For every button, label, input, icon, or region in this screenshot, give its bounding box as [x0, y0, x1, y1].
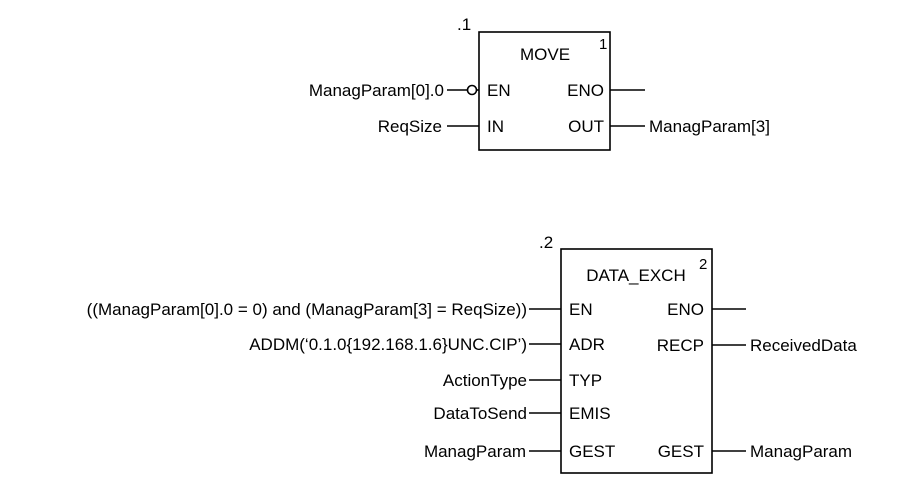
data-exch-gest-out-signal: ManagParam [750, 442, 852, 461]
data-exch-eno-pin: ENO [667, 300, 704, 319]
data-exch-gest-out-pin: GEST [658, 442, 704, 461]
move-block-body [478, 31, 611, 151]
data-exch-gest-in-signal: ManagParam [424, 442, 526, 461]
data-exch-instance-label: .2 [539, 233, 553, 252]
data-exch-block[interactable]: .2 DATA_EXCH 2 ((ManagParam[0].0 = 0) an… [87, 233, 858, 474]
data-exch-recp-signal: ReceivedData [750, 336, 857, 355]
move-instance-label: .1 [457, 15, 471, 34]
move-out-signal: ManagParam[3] [649, 117, 770, 136]
move-block-number: 1 [599, 36, 607, 53]
move-out-pin: OUT [568, 117, 604, 136]
data-exch-en-pin: EN [569, 300, 593, 319]
move-block[interactable]: .1 MOVE 1 ManagParam[0].0 EN ReqSize IN … [309, 15, 770, 151]
move-block-title: MOVE [520, 45, 570, 64]
data-exch-gest-in-pin: GEST [569, 442, 615, 461]
move-en-negation-circle [466, 84, 478, 96]
data-exch-typ-pin: TYP [569, 371, 602, 390]
data-exch-block-title: DATA_EXCH [586, 266, 686, 285]
move-en-signal: ManagParam[0].0 [309, 81, 444, 100]
data-exch-emis-pin: EMIS [569, 404, 611, 423]
data-exch-typ-signal: ActionType [443, 371, 527, 390]
move-in-pin: IN [487, 117, 504, 136]
move-eno-pin: ENO [567, 81, 604, 100]
data-exch-adr-pin: ADR [569, 335, 605, 354]
data-exch-block-body [560, 248, 713, 474]
data-exch-en-signal: ((ManagParam[0].0 = 0) and (ManagParam[3… [87, 300, 527, 319]
move-in-signal: ReqSize [378, 117, 442, 136]
move-en-pin: EN [487, 81, 511, 100]
data-exch-block-number: 2 [699, 256, 707, 273]
data-exch-recp-pin: RECP [657, 336, 704, 355]
data-exch-emis-signal: DataToSend [433, 404, 527, 423]
data-exch-adr-signal: ADDM(‘0.1.0{192.168.1.6}UNC.CIP’) [249, 335, 527, 354]
